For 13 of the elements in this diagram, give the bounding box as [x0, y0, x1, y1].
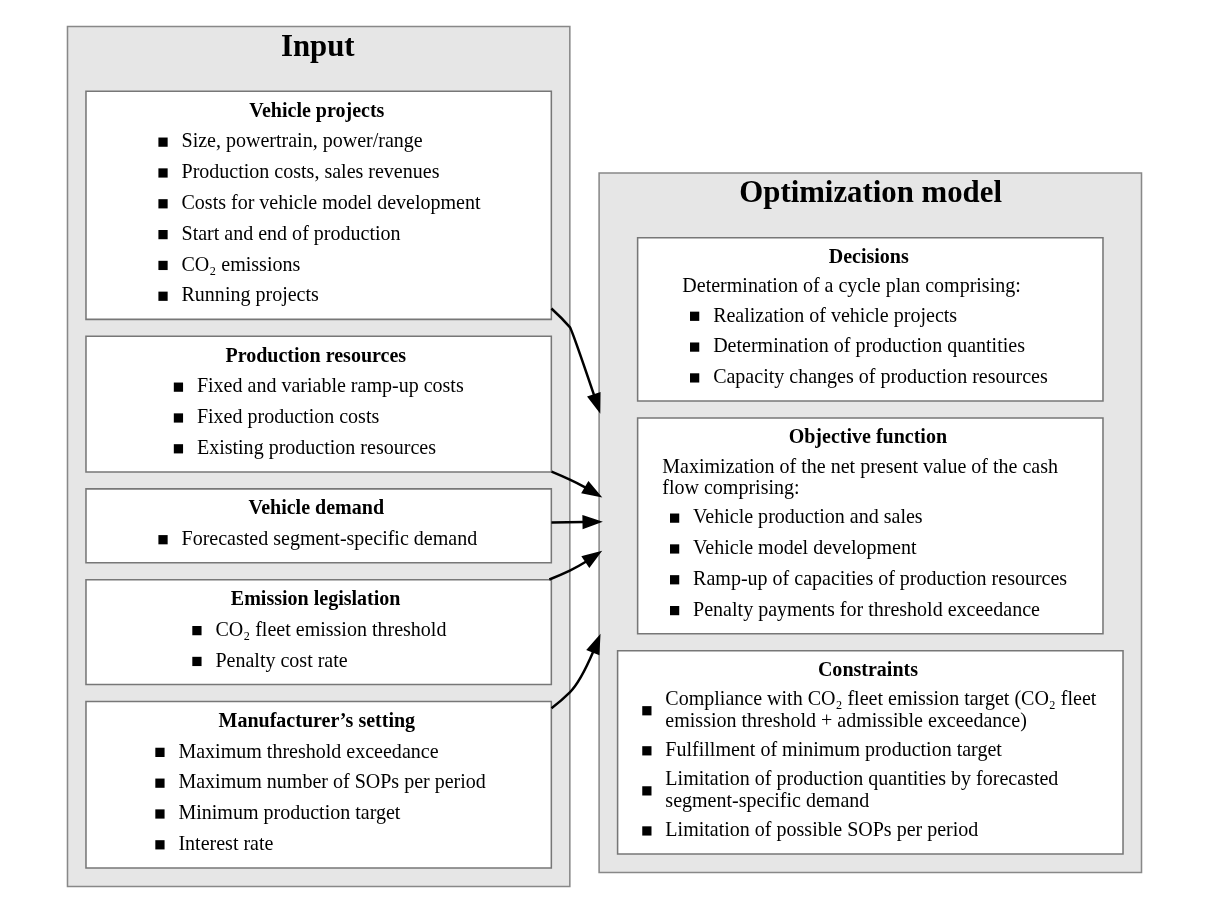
node-box: Vehicle demand Forecasted segment-specific demand — [84, 488, 552, 564]
node-box: Objective function Maximization of the net present value of the cash flow comprising: Vehicle production and sales Vehicle model development Ramp-up of capacities of production resources Penalty payments for threshold exceedance — [636, 417, 1104, 635]
arrow — [548, 550, 602, 581]
node-box: Emission legislation CO₂ fleet emission threshold Penalty cost rate — [84, 579, 552, 686]
arrow — [550, 307, 601, 414]
node-box: Decisions Determination of a cycle plan comprising: Realization of vehicle projects Determination of production quantities Capacity changes of production resources — [636, 236, 1104, 402]
arrow — [550, 633, 601, 710]
node-box: Constraints Compliance with CO₂ fleet emission target (CO₂ fleet emission threshold + admissible exceedance) Fulfillment of minimum production target Limitation of production quantities by forecasted segment-specific demand Limitation of possible SOPs per period — [616, 649, 1124, 855]
node-box: Vehicle projects Size, powertrain, power/range Production costs, sales revenues Costs for vehicle model development Start and end of production CO₂ emissions Running projects — [84, 90, 552, 321]
arrow — [550, 514, 603, 530]
arrow — [550, 470, 602, 498]
node-box: Manufacturer’s setting Maximum threshold exceedance Maximum number of SOPs per period Minimum production target Interest rate — [84, 700, 552, 869]
node-box: Production resources Fixed and variable ramp-up costs Fixed production costs Existing production resources — [84, 335, 552, 473]
